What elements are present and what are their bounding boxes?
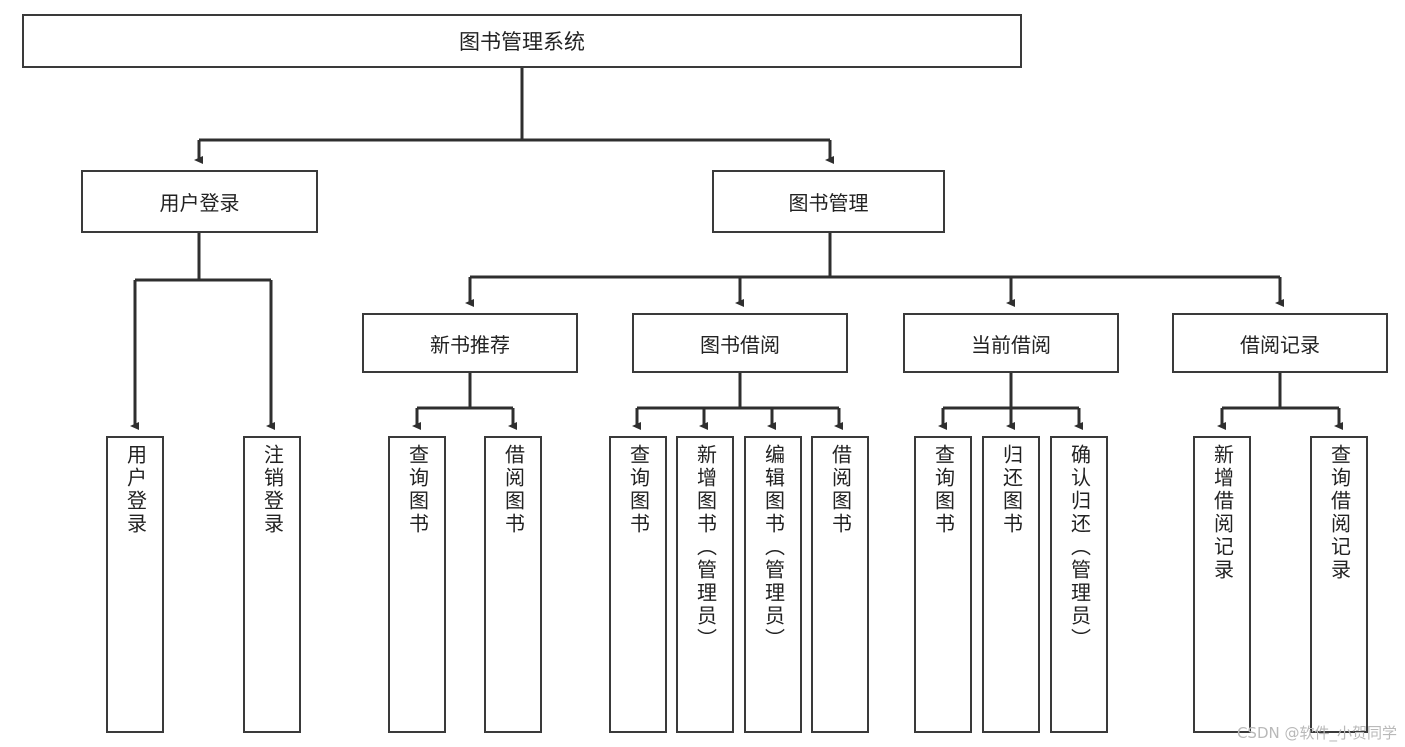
- node-book-borrow[interactable]: 图书借阅: [632, 313, 848, 373]
- node-book-management-label: 图书管理: [788, 191, 869, 215]
- node-root-label: 图书管理系统: [459, 30, 585, 54]
- leaf-label: 借阅图书: [501, 444, 526, 536]
- leaf-label: 归还图书: [999, 444, 1024, 536]
- leaf-borrow-add-book-admin[interactable]: 新增图书（管理员）: [676, 436, 734, 733]
- leaf-borrow-query-book[interactable]: 查询图书: [609, 436, 667, 733]
- leaf-borrow-borrow-book[interactable]: 借阅图书: [811, 436, 869, 733]
- leaf-label: 查询图书: [931, 444, 956, 536]
- leaf-label: 新增借阅记录: [1210, 444, 1235, 582]
- leaf-recommend-borrow-book[interactable]: 借阅图书: [484, 436, 542, 733]
- node-current-borrow[interactable]: 当前借阅: [903, 313, 1119, 373]
- node-book-management[interactable]: 图书管理: [712, 170, 945, 233]
- node-new-book-recommend-label: 新书推荐: [430, 332, 510, 357]
- watermark-text: CSDN @软件_小贺同学: [1236, 724, 1397, 742]
- leaf-label: 查询借阅记录: [1327, 444, 1352, 582]
- node-book-borrow-label: 图书借阅: [700, 332, 780, 357]
- leaf-record-add-record[interactable]: 新增借阅记录: [1193, 436, 1251, 733]
- leaf-label: 查询图书: [626, 444, 651, 536]
- leaf-record-query-record[interactable]: 查询借阅记录: [1310, 436, 1368, 733]
- leaf-label: 确认归还（管理员）: [1067, 444, 1092, 651]
- node-user-login[interactable]: 用户登录: [81, 170, 318, 233]
- leaf-label: 借阅图书: [828, 444, 853, 536]
- node-current-borrow-label: 当前借阅: [971, 332, 1051, 357]
- leaf-label: 查询图书: [405, 444, 430, 536]
- leaf-label: 编辑图书（管理员）: [761, 444, 786, 651]
- leaf-label: 用户登录: [123, 444, 148, 536]
- leaf-recommend-query-book[interactable]: 查询图书: [388, 436, 446, 733]
- leaf-label: 注销登录: [260, 444, 285, 536]
- leaf-label: 新增图书（管理员）: [693, 444, 718, 651]
- leaf-borrow-edit-book-admin[interactable]: 编辑图书（管理员）: [744, 436, 802, 733]
- leaf-user-login-login[interactable]: 用户登录: [106, 436, 164, 733]
- leaf-current-confirm-return-admin[interactable]: 确认归还（管理员）: [1050, 436, 1108, 733]
- node-borrow-record-label: 借阅记录: [1240, 332, 1320, 357]
- leaf-current-return-book[interactable]: 归还图书: [982, 436, 1040, 733]
- node-root[interactable]: 图书管理系统: [22, 14, 1022, 68]
- node-new-book-recommend[interactable]: 新书推荐: [362, 313, 578, 373]
- node-user-login-label: 用户登录: [159, 191, 240, 215]
- leaf-current-query-book[interactable]: 查询图书: [914, 436, 972, 733]
- leaf-user-login-logout[interactable]: 注销登录: [243, 436, 301, 733]
- node-borrow-record[interactable]: 借阅记录: [1172, 313, 1388, 373]
